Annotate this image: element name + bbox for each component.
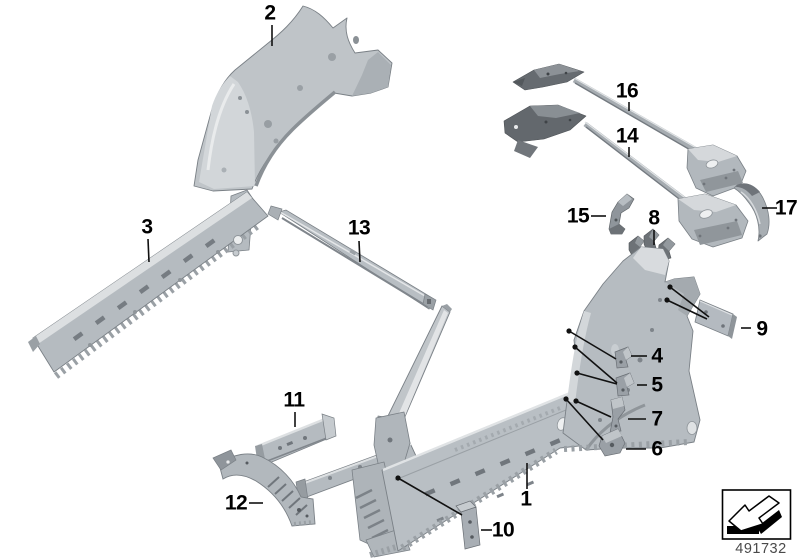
leader-dots (395, 284, 673, 481)
part-3-drawing (28, 189, 269, 379)
part-15-drawing (608, 193, 635, 235)
part-14-drawing (503, 104, 749, 248)
part-1-drawing (295, 246, 701, 558)
callout-11[interactable]: 11 (283, 388, 305, 412)
callout-1[interactable]: 1 (520, 487, 532, 511)
callout-3[interactable]: 3 (141, 215, 153, 239)
part-11-drawing (255, 413, 337, 466)
callout-6[interactable]: 6 (651, 437, 663, 461)
callout-13[interactable]: 13 (347, 216, 371, 240)
callout-10[interactable]: 10 (491, 518, 515, 542)
part-7-drawing (609, 396, 626, 434)
direction-arrow-icon (727, 495, 782, 534)
callout-12[interactable]: 12 (224, 491, 248, 515)
callout-5[interactable]: 5 (651, 373, 663, 397)
view-direction-box (721, 489, 792, 540)
diagram-id: 491732 (735, 541, 787, 557)
part-5-drawing (615, 372, 635, 397)
callout-15[interactable]: 15 (566, 204, 590, 228)
leader-lines (147, 25, 777, 531)
part-9-drawing (694, 299, 737, 339)
callout-2[interactable]: 2 (264, 1, 276, 25)
callout-9[interactable]: 9 (756, 317, 768, 341)
callout-7[interactable]: 7 (651, 407, 663, 431)
part-4-drawing (614, 346, 633, 369)
part-13-drawing (267, 205, 437, 311)
part-10-drawing (455, 500, 481, 550)
callout-8[interactable]: 8 (648, 206, 660, 230)
callout-17[interactable]: 17 (774, 196, 798, 220)
part-2-drawing (193, 5, 393, 192)
callout-16[interactable]: 16 (615, 79, 639, 103)
part-12-drawing (212, 449, 316, 527)
callout-14[interactable]: 14 (615, 124, 639, 148)
callout-4[interactable]: 4 (651, 344, 663, 368)
part-6-drawing (598, 428, 626, 457)
part-17-drawing (733, 183, 770, 242)
part-16-drawing (512, 63, 747, 197)
